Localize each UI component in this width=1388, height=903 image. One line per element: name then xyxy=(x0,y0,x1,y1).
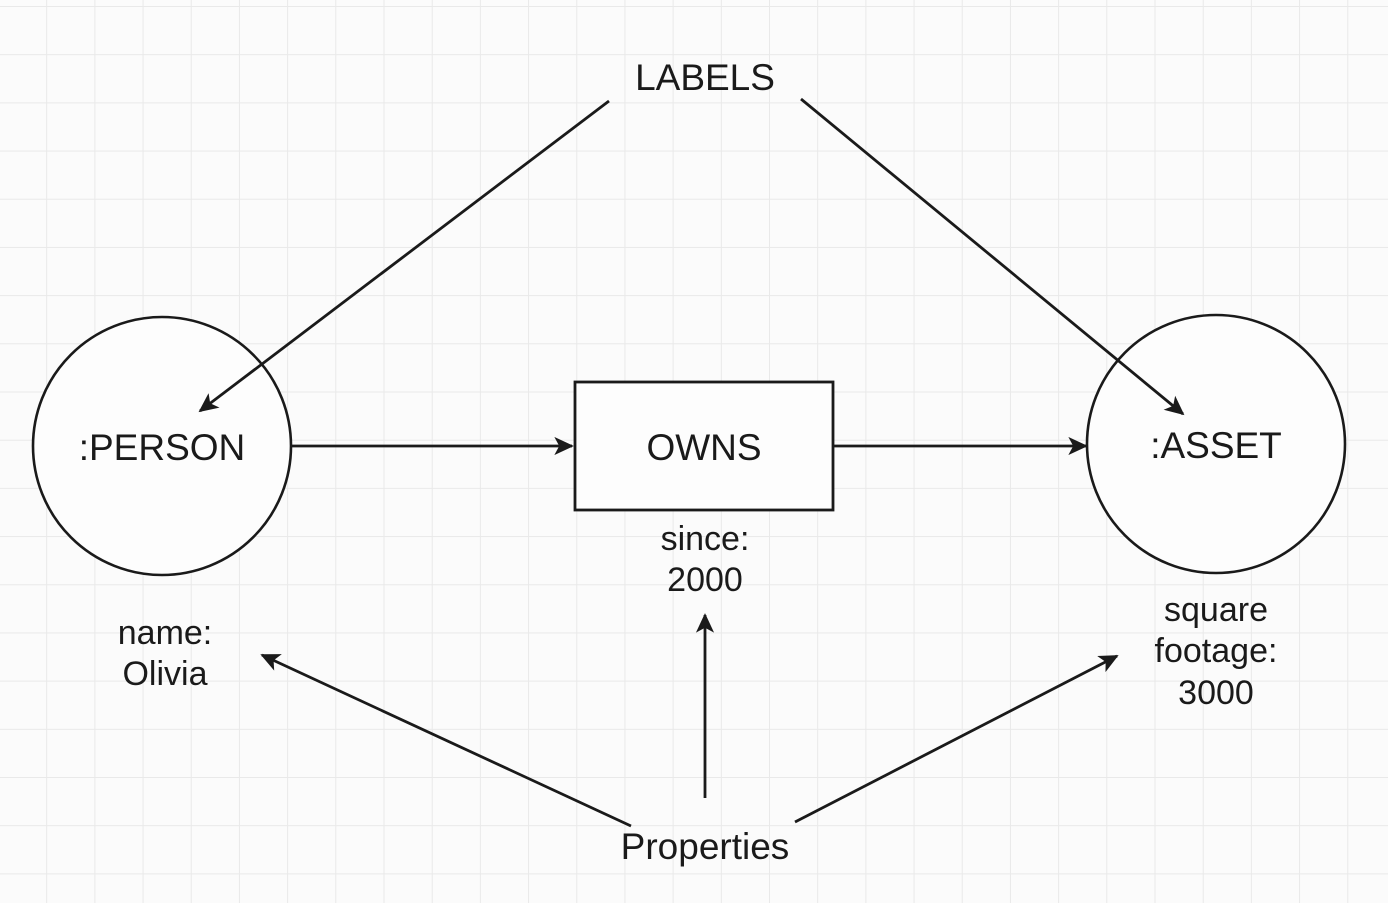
properties-annotation-text: Properties xyxy=(620,826,790,867)
relationship-owns-rect[interactable] xyxy=(573,380,835,512)
edge-labels-to-asset xyxy=(800,97,1185,416)
relationship-owns-label: OWNS xyxy=(646,427,762,468)
edge-properties-to-asset-property xyxy=(794,654,1119,824)
node-person-label: :PERSON xyxy=(78,427,246,468)
edge-labels-to-person xyxy=(198,99,610,413)
node-asset-label: :ASSET xyxy=(1150,425,1282,466)
node-person-property-label: name: Olivia xyxy=(117,614,213,694)
node-asset-property-label: square footage: 3000 xyxy=(1154,591,1278,712)
edge-properties-to-person-property xyxy=(260,653,632,828)
labels-annotation-text: LABELS xyxy=(635,57,775,98)
relationship-owns-property-label: since: 2000 xyxy=(660,520,750,600)
